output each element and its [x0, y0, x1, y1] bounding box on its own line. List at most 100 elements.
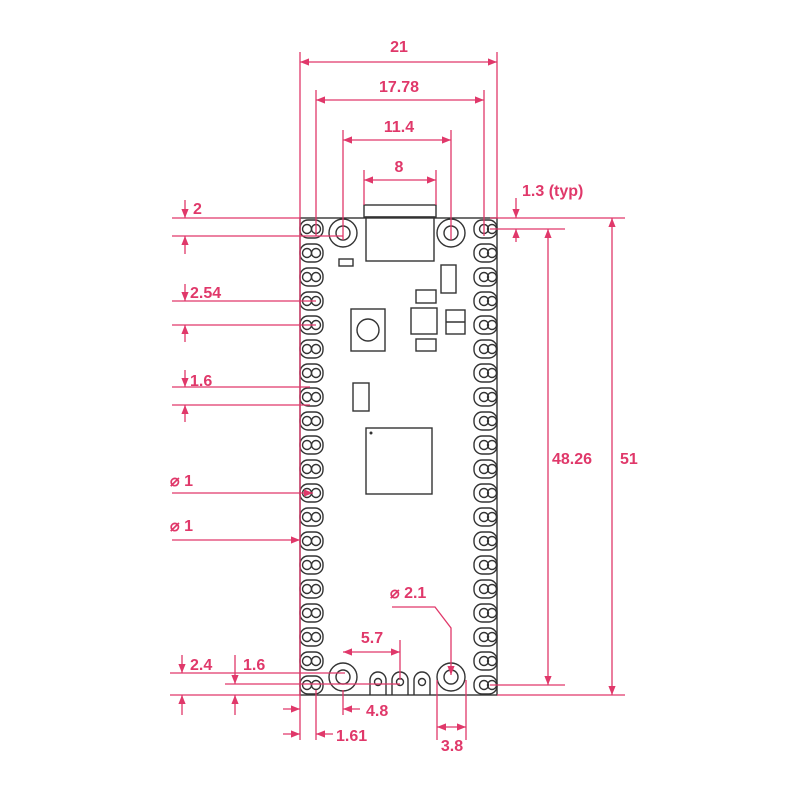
- dimension-lines: [170, 52, 625, 740]
- label-debug-offset: 1.6: [243, 657, 265, 674]
- label-pin-pitch: 2.54: [190, 285, 221, 302]
- pin-pad: [473, 339, 498, 359]
- pin-hole: [301, 223, 313, 235]
- pin-hole: [486, 295, 498, 307]
- pin-pad: [473, 627, 498, 647]
- pin-hole: [478, 295, 490, 307]
- label-mount-hole-spacing: 11.4: [384, 119, 414, 136]
- pin-hole: [301, 367, 313, 379]
- pin-hole: [310, 439, 322, 451]
- pin-hole: [478, 631, 490, 643]
- pin-pad: [473, 243, 498, 263]
- pin-hole: [310, 631, 322, 643]
- pin-hole: [301, 511, 313, 523]
- pin-hole: [486, 583, 498, 595]
- pin-hole: [478, 319, 490, 331]
- pin-hole: [486, 271, 498, 283]
- pin-pad: [473, 363, 498, 383]
- pin-hole: [486, 343, 498, 355]
- pin-hole: [478, 535, 490, 547]
- label-pad-offset: 1.3 (typ): [522, 183, 583, 200]
- pin-hole: [478, 367, 490, 379]
- label-mount-hole-from-edge: 3.8: [441, 738, 463, 755]
- pcb-edge: [299, 217, 498, 696]
- pin-hole: [310, 415, 322, 427]
- pin-hole: [310, 559, 322, 571]
- pin-hole: [478, 271, 490, 283]
- pin-hole: [301, 607, 313, 619]
- pin-pad: [473, 507, 498, 527]
- label-pin-row-spacing: 17.78: [379, 79, 419, 96]
- label-usb-width: 8: [395, 159, 404, 176]
- pin-pad: [473, 483, 498, 503]
- pin-hole: [310, 463, 322, 475]
- usb-connector: [363, 204, 437, 262]
- pin-hole: [301, 247, 313, 259]
- pin-hole: [486, 631, 498, 643]
- label-debug-spacing: 5.7: [361, 630, 383, 647]
- pin-hole: [301, 655, 313, 667]
- pin-hole: [310, 535, 322, 547]
- pin-hole: [301, 463, 313, 475]
- pin-hole: [310, 367, 322, 379]
- pin-pad: [473, 579, 498, 599]
- components: [338, 258, 466, 495]
- pin-hole: [478, 607, 490, 619]
- bootsel-button: [350, 308, 386, 352]
- pin-hole: [478, 487, 490, 499]
- pin-hole: [486, 535, 498, 547]
- pin-hole: [478, 583, 490, 595]
- pin-hole: [478, 511, 490, 523]
- pin-hole: [301, 679, 313, 691]
- pin-pad: [473, 555, 498, 575]
- pin-hole: [310, 247, 322, 259]
- label-mount-hole-dia: ⌀ 2.1: [390, 585, 426, 602]
- pin-hole: [478, 343, 490, 355]
- pin-hole: [310, 271, 322, 283]
- label-length-total: 51: [620, 451, 638, 468]
- pin-hole: [310, 343, 322, 355]
- pin-pad: [473, 435, 498, 455]
- board-outline: [299, 204, 498, 696]
- label-hole-dia-2: ⌀ 1: [170, 518, 193, 535]
- pin-pad: [473, 315, 498, 335]
- pin-hole: [486, 487, 498, 499]
- pin-pad: [473, 603, 498, 623]
- pin-pad: [473, 651, 498, 671]
- label-bottom-hole-offset: 2.4: [190, 657, 212, 674]
- pin-hole: [301, 559, 313, 571]
- pin-hole: [478, 559, 490, 571]
- pin-hole: [486, 607, 498, 619]
- pin-hole: [478, 679, 490, 691]
- label-pin-from-edge: 1.61: [336, 728, 367, 745]
- pin-hole: [486, 655, 498, 667]
- pin-hole: [486, 319, 498, 331]
- pin-pad: [473, 411, 498, 431]
- pin-hole: [301, 631, 313, 643]
- pin-hole: [310, 679, 322, 691]
- pin-hole: [486, 463, 498, 475]
- pin-hole: [301, 535, 313, 547]
- pin-hole: [478, 655, 490, 667]
- pin-pad: [473, 291, 498, 311]
- debug-pads: [369, 671, 431, 695]
- pin-hole: [310, 391, 322, 403]
- pin-hole: [310, 607, 322, 619]
- pin-hole: [310, 511, 322, 523]
- pin-pads: [299, 219, 498, 695]
- pin-hole: [486, 511, 498, 523]
- pin-pad: [473, 267, 498, 287]
- label-pad-height: 1.6: [190, 373, 212, 390]
- pin-hole: [486, 367, 498, 379]
- pin-hole: [486, 415, 498, 427]
- pin-hole: [310, 655, 322, 667]
- pin-hole: [478, 415, 490, 427]
- pin-pad: [473, 459, 498, 479]
- label-hole-dia-1: ⌀ 1: [170, 473, 193, 490]
- pin-hole: [478, 247, 490, 259]
- pin-hole: [310, 583, 322, 595]
- pin-hole: [486, 391, 498, 403]
- pin-pad: [473, 531, 498, 551]
